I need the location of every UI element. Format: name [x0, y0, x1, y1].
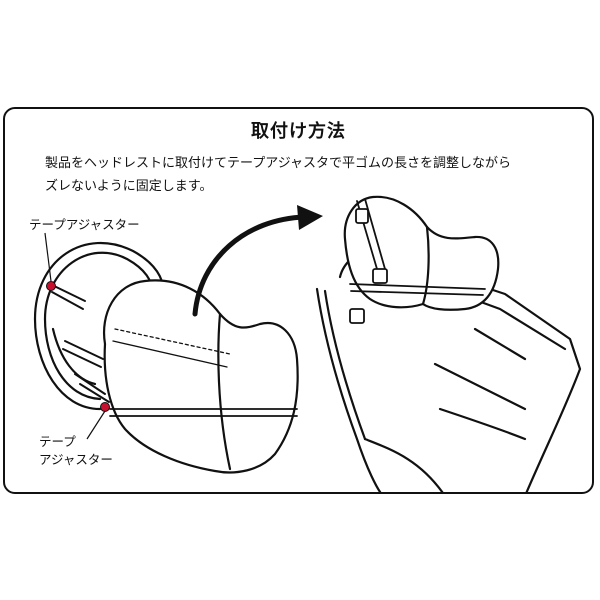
leader-line-bottom	[86, 410, 106, 440]
curved-arrow-right-icon	[192, 205, 323, 317]
illustration	[33, 195, 582, 492]
instruction-panel: 取付け方法 製品をヘッドレストに取付けてテープアジャスタで平ゴムの長さを調整しな…	[3, 107, 594, 494]
description: 製品をヘッドレストに取付けてテープアジャスタで平ゴムの長さを調整しながら ズレな…	[45, 152, 580, 198]
tape-adjuster-label-bottom-line-1: テープ	[39, 434, 76, 449]
adjuster-marker-bottom	[100, 402, 110, 412]
tape-adjuster-label-bottom: テープ アジャスター	[39, 433, 113, 469]
description-line-1: 製品をヘッドレストに取付けてテープアジャスタで平ゴムの長さを調整しながら	[45, 156, 512, 171]
leader-line-top	[44, 232, 52, 282]
mounted-adjuster-buckles	[349, 208, 388, 324]
adjuster-marker-top	[46, 281, 56, 291]
tape-adjuster-label-top: テープアジャスター	[29, 217, 140, 232]
cushion-illustration	[102, 279, 299, 474]
tape-adjuster-label-bottom-line-2: アジャスター	[39, 452, 113, 467]
description-line-2: ズレないように固定します。	[45, 179, 213, 194]
page-title: 取付け方法	[251, 121, 346, 142]
strap-illustration	[49, 283, 110, 403]
